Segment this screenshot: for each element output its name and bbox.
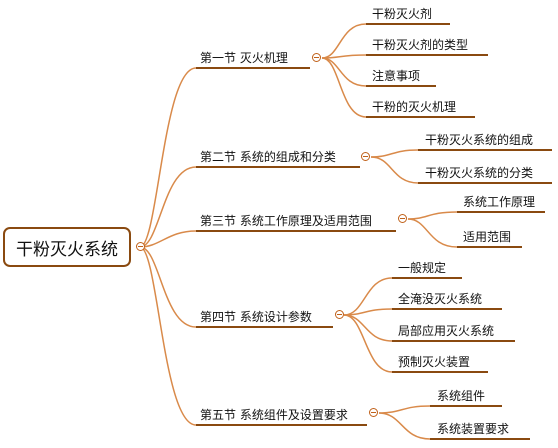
collapse-section-3-icon[interactable]	[398, 214, 407, 223]
section-label-4[interactable]: 第四节 系统设计参数	[200, 310, 312, 324]
connector-s5-c2	[378, 412, 431, 440]
collapse-root-icon[interactable]	[136, 242, 145, 251]
connector-root-s2	[139, 166, 197, 248]
connector-s4-c4	[343, 314, 393, 373]
collapse-section-2-icon[interactable]	[361, 152, 370, 161]
section-label-3[interactable]: 第三节 系统工作原理及适用范围	[200, 214, 372, 228]
child-label-s1-1[interactable]: 干粉灭火剂	[372, 7, 433, 21]
section-label-5[interactable]: 第五节 系统组件及设置要求	[200, 408, 348, 422]
child-label-s2-2[interactable]: 干粉灭火系统的分类	[425, 166, 534, 180]
connector-s2-c2	[370, 156, 419, 184]
root-label: 干粉灭火系统	[16, 239, 118, 260]
collapse-section-1-icon[interactable]	[312, 53, 321, 62]
child-label-s5-1[interactable]: 系统组件	[437, 389, 486, 403]
connector-s1-c1	[321, 23, 367, 59]
connector-s4-c2	[343, 308, 393, 316]
connector-root-s1	[139, 67, 197, 248]
connector-s4-c1	[343, 277, 393, 316]
child-label-s4-3[interactable]: 局部应用灭火系统	[398, 324, 495, 338]
child-label-s2-1[interactable]: 干粉灭火系统的组成	[425, 133, 534, 147]
collapse-section-4-icon[interactable]	[335, 310, 344, 319]
child-label-s1-3[interactable]: 注意事项	[372, 69, 421, 83]
child-label-s4-4[interactable]: 预制灭火装置	[398, 355, 471, 369]
connector-s3-c2	[407, 218, 458, 248]
child-label-s5-2[interactable]: 系统装置要求	[437, 422, 510, 436]
section-label-2[interactable]: 第二节 系统的组成和分类	[200, 150, 336, 164]
child-label-s3-1[interactable]: 系统工作原理	[463, 195, 536, 209]
connector-s2-c1	[370, 149, 419, 158]
child-label-s3-2[interactable]: 适用范围	[463, 230, 512, 244]
connector-root-s3	[139, 230, 197, 248]
connector-s1-c4	[321, 57, 367, 118]
connector-s3-c1	[407, 211, 458, 220]
child-label-s1-4[interactable]: 干粉的灭火机理	[372, 100, 457, 114]
root-node[interactable]: 干粉灭火系统	[3, 227, 131, 267]
child-label-s4-1[interactable]: 一般规定	[398, 261, 447, 275]
collapse-section-5-icon[interactable]	[369, 408, 378, 417]
section-label-1[interactable]: 第一节 灭火机理	[200, 51, 288, 65]
connector-root-s5	[139, 246, 197, 426]
child-label-s1-2[interactable]: 干粉灭火剂的类型	[372, 38, 469, 52]
child-label-s4-2[interactable]: 全淹没灭火系统	[398, 292, 483, 306]
connector-s4-c3	[343, 314, 393, 342]
connector-root-s4	[139, 246, 197, 328]
connector-s5-c1	[378, 405, 431, 414]
